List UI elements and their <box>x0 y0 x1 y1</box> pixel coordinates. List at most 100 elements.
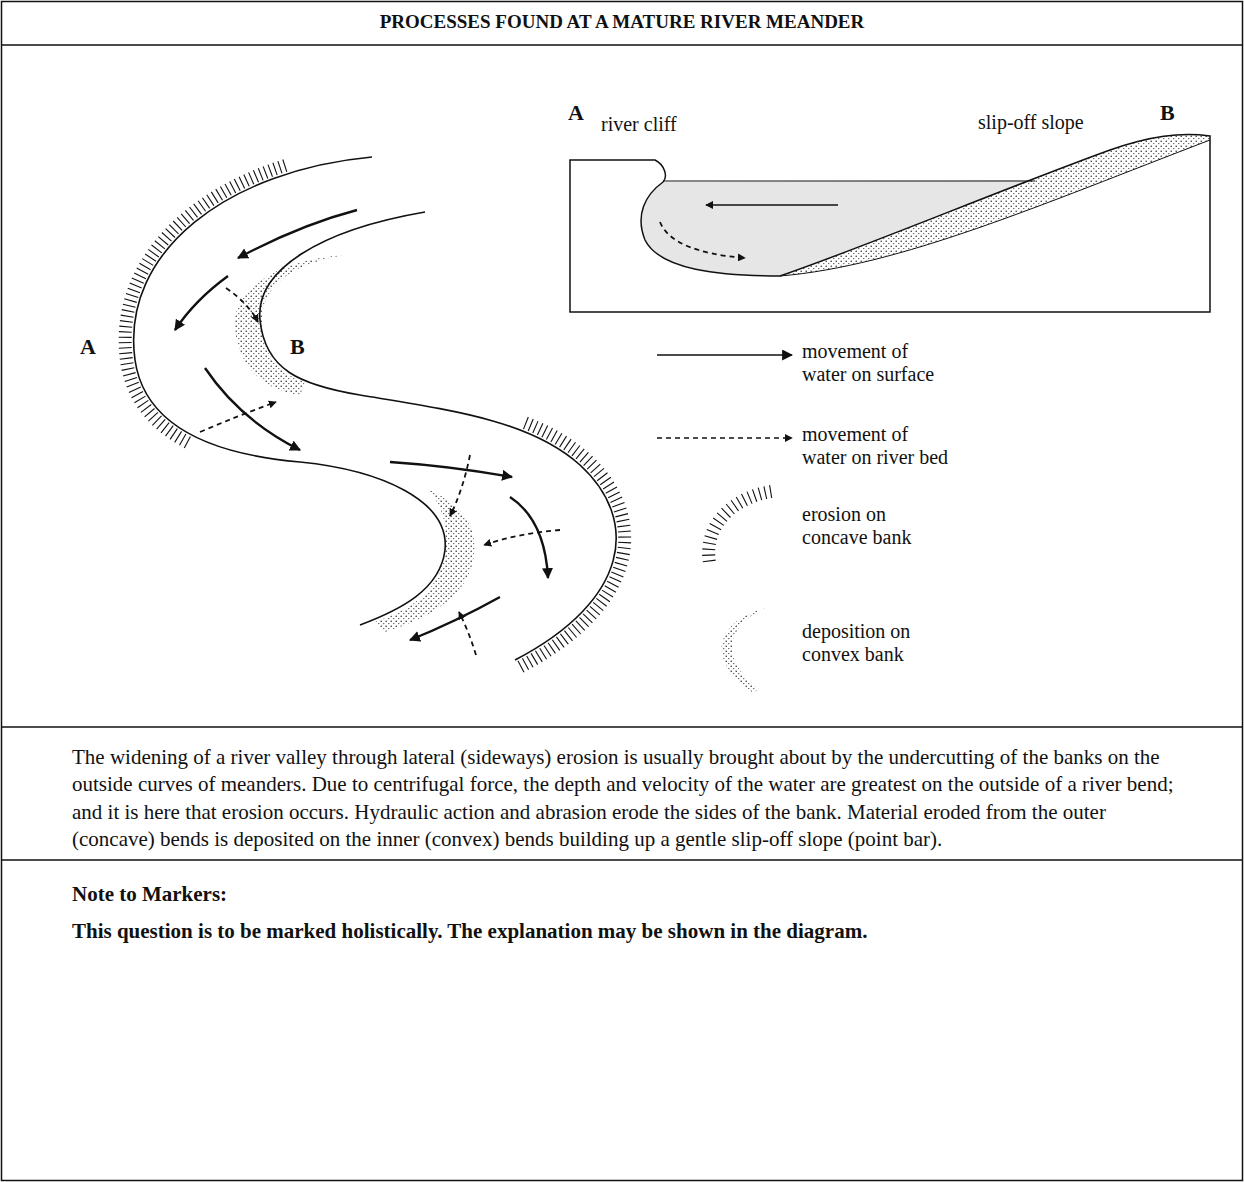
bed-flow-arrow <box>660 222 745 258</box>
hatch-tick <box>568 442 576 453</box>
hatch-tick <box>702 554 715 556</box>
hatch-tick <box>615 562 628 566</box>
hatch-tick <box>616 557 629 560</box>
hatch-tick <box>120 321 133 323</box>
cross-section-outline <box>570 135 1210 312</box>
hatch-tick <box>572 624 581 634</box>
hatch-tick <box>717 513 727 522</box>
hatch-tick <box>591 464 601 473</box>
hatch-tick <box>180 434 186 445</box>
hatch-tick <box>249 172 254 184</box>
hatch-tick <box>615 514 628 517</box>
point-letter: A <box>568 100 584 126</box>
hatch-tick <box>702 548 715 550</box>
hatch-tick <box>560 634 568 644</box>
legend-solid-arrow <box>657 354 792 356</box>
hatch-tick <box>540 648 547 659</box>
hatch-tick <box>278 161 282 173</box>
slip-off-deposit <box>780 135 1210 276</box>
hatch-tick <box>145 254 156 261</box>
hatch-tick <box>555 433 562 444</box>
hatch-tick <box>125 378 137 382</box>
hatch-tick <box>613 567 625 571</box>
legend-hatch-guide <box>717 500 772 562</box>
hatch-tick <box>220 187 226 198</box>
hatch-tick <box>597 473 607 481</box>
hatch-tick <box>603 482 614 489</box>
hatch-tick <box>244 175 249 187</box>
hatch-tick <box>576 449 584 459</box>
hatch-tick <box>126 294 138 298</box>
hatch-tick <box>162 233 172 242</box>
hatch-tick <box>736 497 743 508</box>
hatch-tick <box>216 189 223 200</box>
hatch-tick <box>121 363 134 365</box>
hatch-tick <box>527 656 533 667</box>
hatch-tick <box>747 492 752 504</box>
hatch-tick <box>194 204 202 215</box>
hatch-tick <box>169 225 178 234</box>
bed-flow-arrows <box>200 288 560 655</box>
hatch-tick <box>556 637 564 647</box>
hatch-tick <box>137 268 149 274</box>
hatch-tick <box>710 524 721 530</box>
feature-label: river cliff <box>601 112 677 136</box>
hatch-tick <box>173 221 182 230</box>
hatch-tick <box>544 646 551 657</box>
hatch-tick <box>134 396 145 403</box>
hatch-tick <box>119 353 132 354</box>
hatch-tick <box>764 486 767 499</box>
hatch-tick <box>618 536 631 537</box>
hatch-tick <box>583 614 592 623</box>
river-bank <box>134 157 446 625</box>
hatch-tick <box>560 436 567 447</box>
hatch-tick <box>129 387 141 392</box>
hatch-tick <box>273 163 277 175</box>
hatch-tick <box>713 518 724 525</box>
hatch-tick <box>564 439 571 450</box>
legend-dot-sample <box>722 608 765 692</box>
feature-label: slip-off slope <box>978 110 1084 134</box>
hatch-tick <box>548 643 555 654</box>
hatch-tick <box>580 617 589 626</box>
hatch-tick <box>726 504 734 514</box>
legend-text: erosion on concave bank <box>802 503 952 549</box>
hatch-tick <box>590 606 600 615</box>
hatch-tick <box>617 552 630 554</box>
hatch-tick <box>596 598 606 606</box>
hatch-tick <box>152 245 162 253</box>
hatch-tick <box>119 347 132 349</box>
hatch-tick <box>263 166 268 178</box>
hatch-tick <box>546 428 552 440</box>
hatch-tick <box>731 500 738 511</box>
hatch-tick <box>157 419 166 429</box>
hatch-tick <box>742 494 748 506</box>
hatch-tick <box>185 210 193 220</box>
hatch-tick <box>614 508 626 512</box>
hatch-tick <box>535 651 542 662</box>
rule <box>2 859 1243 861</box>
hatch-tick <box>239 177 245 189</box>
hatch-tick <box>753 489 757 501</box>
hatch-tick <box>552 640 560 651</box>
hatch-tick <box>253 170 258 182</box>
hatch-tick <box>124 299 137 303</box>
hatch-tick <box>119 337 132 338</box>
hatch-tick <box>612 503 624 508</box>
hatch-tick <box>602 590 613 597</box>
hatch-tick <box>120 358 133 360</box>
hatch-tick <box>122 368 135 371</box>
hatch-tick <box>170 429 177 440</box>
hatch-tick <box>148 412 158 421</box>
hatch-tick <box>123 373 136 376</box>
hatch-tick <box>122 310 135 313</box>
legend-dashed-arrow <box>657 437 792 439</box>
hatch-tick <box>580 452 589 462</box>
hatch-tick <box>268 165 273 177</box>
hatch-tick <box>181 214 189 224</box>
hatch-tick <box>119 342 132 343</box>
hatch-tick <box>134 273 146 279</box>
hatch-tick <box>258 168 263 180</box>
hatch-tick <box>161 423 169 433</box>
